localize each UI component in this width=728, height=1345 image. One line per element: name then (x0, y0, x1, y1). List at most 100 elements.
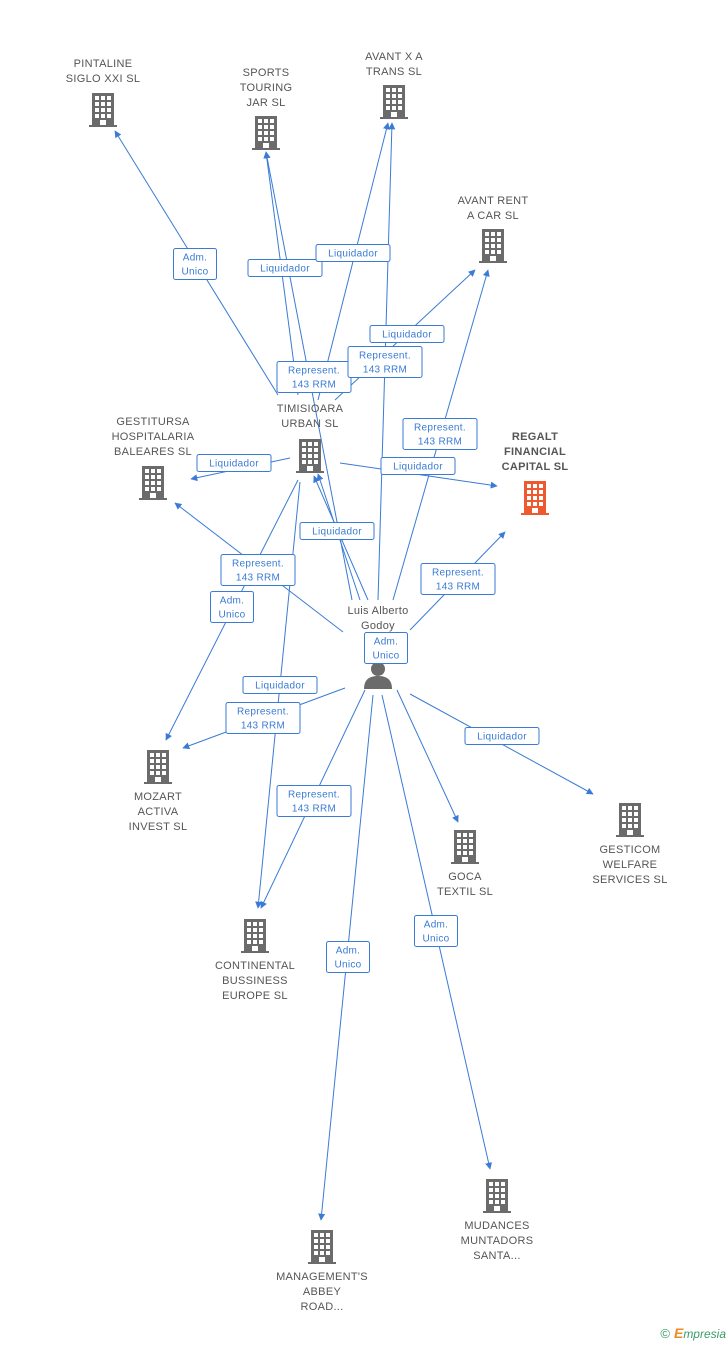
edge-label-text: Unico (372, 651, 399, 662)
building-icon (89, 93, 117, 127)
edge-label-text: Represent. (432, 568, 484, 579)
company-name: MOZART (134, 791, 182, 803)
edge-label-box (347, 346, 423, 378)
edge-label[interactable]: Adm.Unico (414, 915, 458, 947)
edge-label-box (225, 702, 301, 734)
edge-label[interactable]: Adm. Unico (326, 941, 370, 973)
building-icon (296, 439, 324, 473)
edge-label-box (242, 676, 318, 694)
company-name: MUNTADORS (461, 1235, 534, 1247)
edge-label-text: Liquidador (255, 681, 305, 692)
company-name: SANTA... (473, 1250, 520, 1262)
edge-label-box (414, 915, 458, 947)
edge-label-text: 143 RRM (236, 573, 280, 584)
edge-label-text: Represent. (288, 366, 340, 377)
edge-label-text: Liquidador (382, 330, 432, 341)
company-name: ABBEY (303, 1286, 342, 1298)
edge-label[interactable]: Liquidador (369, 325, 445, 343)
company-name: HOSPITALARIA (112, 431, 195, 443)
edge-label-text: Represent. (232, 559, 284, 570)
edge-label[interactable]: Liquidador (380, 457, 456, 475)
edge-label-box (364, 632, 408, 664)
edge-label[interactable]: Liquidador (242, 676, 318, 694)
company-node-mozart[interactable]: MOZART ACTIVA INVEST SL (129, 750, 188, 833)
edge-label-text: Liquidador (260, 264, 310, 275)
edge-label[interactable]: Represent.143 RRM (420, 563, 496, 595)
company-name: INVEST SL (129, 821, 188, 833)
edge-label[interactable]: Represent. 143 RRM (220, 554, 296, 586)
company-name: ACTIVA (138, 806, 179, 818)
company-name: ROAD... (300, 1301, 343, 1313)
company-name: SERVICES SL (592, 874, 667, 886)
edge-label[interactable]: Represent.143 RRM (276, 785, 352, 817)
edge-label-box (220, 554, 296, 586)
company-name: MANAGEMENT'S (276, 1271, 368, 1283)
edge-label-text: Liquidador (328, 249, 378, 260)
copyright-icon: © (660, 1325, 670, 1341)
building-icon (521, 481, 549, 515)
edge-label-box (247, 259, 323, 277)
edge-label[interactable]: Adm.Unico (364, 632, 408, 664)
company-node-managements[interactable]: MANAGEMENT'S ABBEY ROAD... (276, 1230, 368, 1313)
edge-label-text: Represent. (237, 707, 289, 718)
edge-label-box (420, 563, 496, 595)
company-name: GOCA (448, 871, 482, 883)
edge-label-text: 143 RRM (241, 721, 285, 732)
edge-label[interactable]: Represent.143 RRM (402, 418, 478, 450)
edge-label-text: 143 RRM (363, 365, 407, 376)
company-name: BALEARES SL (114, 446, 192, 458)
edge-label-text: Unico (334, 960, 361, 971)
company-name: TRANS SL (366, 66, 422, 78)
company-node-mudances[interactable]: MUDANCESMUNTADORSSANTA... (461, 1179, 534, 1262)
edge-label-box (369, 325, 445, 343)
company-name: TIMISIOARA (277, 403, 344, 415)
company-node-gesticom[interactable]: GESTICOM WELFARE SERVICES SL (592, 803, 667, 886)
person-name: Luis Alberto (347, 605, 408, 617)
company-name: A CAR SL (467, 210, 519, 222)
edge-label-box (173, 248, 217, 280)
building-icon (479, 229, 507, 263)
edge-label-text: Adm. (424, 920, 449, 931)
edge-label-text: Liquidador (393, 462, 443, 473)
edge-label[interactable]: Liquidador (196, 454, 272, 472)
edge-label[interactable]: Liquidador (464, 727, 540, 745)
company-name: EUROPE SL (222, 990, 288, 1002)
company-name: JAR SL (246, 97, 285, 109)
company-name: REGALT (512, 431, 558, 443)
edges-layer (114, 122, 594, 1221)
edge-label[interactable]: Represent. 143 RRM (225, 702, 301, 734)
edge-label-text: Represent. (359, 351, 411, 362)
edge-label[interactable]: Represent. 143 RRM (347, 346, 423, 378)
building-icon (308, 1230, 336, 1264)
edge-label[interactable]: Represent.143 RRM (276, 361, 352, 393)
edge-label[interactable]: Liquidador (299, 522, 375, 540)
edge-label-box (299, 522, 375, 540)
company-name: SPORTS (243, 67, 290, 79)
company-name: WELFARE (603, 859, 658, 871)
edge-label[interactable]: Adm.Unico (210, 591, 254, 623)
edge-label-text: Represent. (414, 423, 466, 434)
footer-brand: © Empresia (660, 1325, 726, 1341)
edge-label[interactable]: Adm.Unico (173, 248, 217, 280)
edge-label-text: Adm. (220, 596, 245, 607)
edge-label[interactable]: Liquidador (247, 259, 323, 277)
edge-label-text: Adm. (336, 946, 361, 957)
company-name: SIGLO XXI SL (66, 73, 141, 85)
company-name: GESTICOM (599, 844, 660, 856)
edge-label-text: Liquidador (477, 732, 527, 743)
edge-label[interactable]: Liquidador (315, 244, 391, 262)
building-icon (483, 1179, 511, 1213)
building-icon (241, 919, 269, 953)
brand-logo[interactable]: Empresia (673, 1325, 726, 1341)
edge-label-box (196, 454, 272, 472)
